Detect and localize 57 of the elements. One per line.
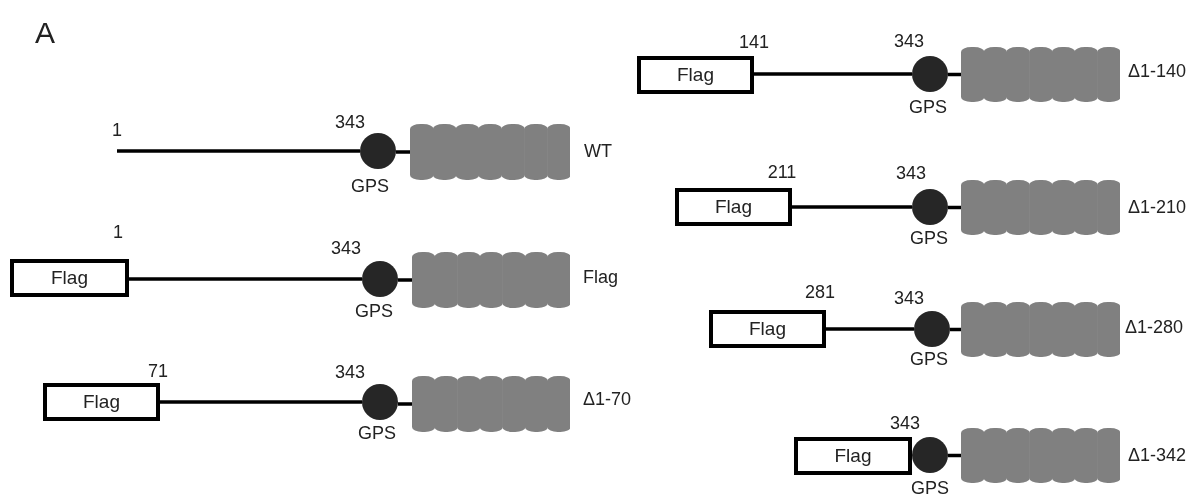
transmembrane-domain-drawing: [412, 376, 570, 432]
transmembrane-domain-drawing: [961, 180, 1120, 235]
transmembrane-domain-drawing: [410, 124, 570, 180]
residue-number: 343: [894, 32, 924, 50]
residue-number: 343: [896, 164, 926, 182]
linker-line: [160, 400, 362, 404]
residue-number: 141: [739, 33, 769, 51]
transmembrane-domain-drawing: [961, 302, 1120, 357]
residue-number: 211: [767, 163, 797, 181]
construct-label: WT: [584, 142, 612, 160]
gps-domain-circle: [360, 133, 396, 169]
panel-label: A: [35, 18, 55, 48]
linker-line: [117, 149, 360, 153]
gps-domain-circle: [912, 56, 948, 92]
linker-line: [754, 72, 912, 76]
linker-line: [398, 402, 412, 406]
tag-box: Flag: [637, 56, 754, 94]
domain-label: GPS: [910, 350, 948, 368]
residue-number: 1: [112, 121, 122, 139]
transmembrane-domain-drawing: [961, 428, 1120, 483]
residue-number: 1: [113, 223, 123, 241]
domain-label: GPS: [911, 479, 949, 497]
construct-label: Δ1-210: [1128, 198, 1187, 216]
tag-box: Flag: [43, 383, 160, 421]
tag-box: Flag: [675, 188, 792, 226]
domain-label: GPS: [910, 229, 948, 247]
domain-label: GPS: [351, 177, 389, 195]
residue-number: 71: [148, 362, 168, 380]
residue-number: 343: [335, 363, 365, 381]
linker-line: [792, 205, 912, 209]
residue-number: 343: [335, 113, 365, 131]
gps-domain-circle: [912, 437, 948, 473]
gps-domain-circle: [362, 261, 398, 297]
domain-label: GPS: [909, 98, 947, 116]
gps-domain-circle: [914, 311, 950, 347]
linker-line: [396, 150, 410, 154]
residue-number: 281: [805, 283, 835, 301]
tag-box: Flag: [709, 310, 826, 348]
tag-box: Flag: [10, 259, 129, 297]
construct-label: Flag: [583, 268, 618, 286]
linker-line: [398, 278, 412, 282]
construct-label: Δ1-140: [1128, 62, 1187, 80]
residue-number: 343: [890, 414, 920, 432]
construct-label: Δ1-70: [583, 390, 632, 408]
residue-number: 343: [331, 239, 361, 257]
residue-number: 343: [894, 289, 924, 307]
transmembrane-domain-drawing: [961, 47, 1120, 102]
gps-domain-circle: [912, 189, 948, 225]
construct-label: Δ1-280: [1125, 318, 1184, 336]
construct-label: Δ1-342: [1128, 446, 1187, 464]
linker-line: [129, 277, 362, 281]
domain-label: GPS: [358, 424, 396, 442]
gps-domain-circle: [362, 384, 398, 420]
domain-label: GPS: [355, 302, 393, 320]
tag-box: Flag: [794, 437, 912, 475]
transmembrane-domain-drawing: [412, 252, 570, 308]
linker-line: [826, 327, 914, 331]
